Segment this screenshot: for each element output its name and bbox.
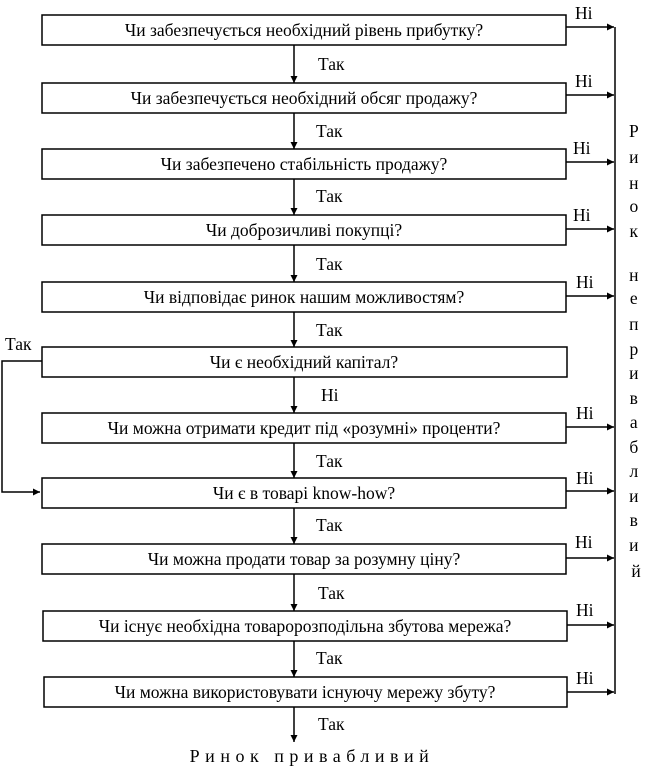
no-label: Ні — [575, 3, 593, 23]
capital-yes-branch: Так — [1, 334, 42, 496]
down-label: Ні — [321, 385, 339, 405]
question-boxes: Чи забезпечується необхідний рівень приб… — [41, 14, 568, 708]
question-box-frame — [41, 14, 567, 46]
yes-label: Так — [5, 334, 32, 354]
down-label: Так — [316, 515, 343, 535]
question-box-11: Чи можна використовувати існуючу мережу … — [43, 676, 568, 708]
no-branches: Ні Ні Ні Ні Ні Ні Ні Ні Ні Ні — [566, 3, 614, 696]
no-label: Ні — [575, 71, 593, 91]
question-box-4: Чи доброзичливі покупці? — [41, 214, 567, 246]
question-text: Чи можна використовувати існуючу мережу … — [115, 682, 496, 702]
down-label: Так — [318, 714, 345, 734]
question-box-8: Чи є в товарі know-how? — [41, 477, 567, 509]
attractive-market-label: Ринок привабливий — [190, 746, 435, 766]
no-label: Ні — [573, 205, 591, 225]
question-text: Чи можна отримати кредит під «розумні» п… — [108, 418, 501, 438]
question-box-5: Чи відповідає ринок нашим можливостям? — [41, 281, 567, 313]
question-box-frame — [41, 412, 567, 444]
down-label: Так — [318, 54, 345, 74]
question-text: Чи можна продати товар за розумну ціну? — [148, 549, 461, 569]
no-label: Ні — [575, 532, 593, 552]
question-box-3: Чи забезпечено стабільність продажу? — [41, 148, 567, 180]
question-box-1: Чи забезпечується необхідний рівень приб… — [41, 14, 567, 46]
question-box-frame — [41, 477, 567, 509]
question-box-frame — [41, 82, 567, 114]
down-label: Так — [316, 186, 343, 206]
no-label: Ні — [576, 468, 594, 488]
down-label: Так — [316, 254, 343, 274]
question-box-frame — [41, 281, 567, 313]
question-box-2: Чи забезпечується необхідний обсяг прода… — [41, 82, 567, 114]
unattractive-market-label: Р и н о к н е п р и в а б л и в и й — [629, 121, 643, 581]
question-text: Чи забезпечується необхідний обсяг прода… — [131, 88, 478, 108]
down-labels: Так Так Так Так Так Ні Так Так Так Так Т… — [316, 54, 345, 734]
no-label: Ні — [576, 403, 594, 423]
question-text: Чи є в товарі know-how? — [213, 483, 395, 503]
question-box-frame — [42, 610, 568, 642]
question-text: Чи відповідає ринок нашим можливостям? — [144, 287, 465, 307]
yes-bypass-connector — [1, 360, 42, 496]
question-box-frame — [41, 543, 567, 575]
question-text: Чи є необхідний капітал? — [210, 352, 399, 372]
question-text: Чи доброзичливі покупці? — [206, 220, 403, 240]
question-text: Чи існує необхідна товаророзподільна збу… — [99, 616, 512, 636]
no-label: Ні — [576, 600, 594, 620]
down-label: Так — [316, 648, 343, 668]
question-box-frame — [41, 346, 568, 378]
question-text: Чи забезпечено стабільність продажу? — [161, 154, 448, 174]
down-label: Так — [318, 583, 345, 603]
question-box-9: Чи можна продати товар за розумну ціну? — [41, 543, 567, 575]
question-text: Чи забезпечується необхідний рівень приб… — [125, 20, 483, 40]
no-label: Ні — [576, 668, 594, 688]
down-label: Так — [316, 320, 343, 340]
question-box-6: Чи є необхідний капітал? — [41, 346, 568, 378]
down-label: Так — [316, 451, 343, 471]
question-box-7: Чи можна отримати кредит під «розумні» п… — [41, 412, 567, 444]
question-box-frame — [41, 214, 567, 246]
down-label: Так — [316, 121, 343, 141]
no-label: Ні — [576, 272, 594, 292]
question-box-frame — [41, 148, 567, 180]
no-label: Ні — [573, 138, 591, 158]
question-box-10: Чи існує необхідна товаророзподільна збу… — [42, 610, 568, 642]
